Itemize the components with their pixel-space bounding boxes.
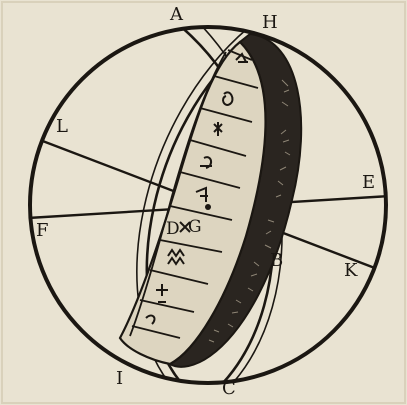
label-f: F [36,220,49,241]
label-l: L [56,116,68,137]
center-point [205,204,211,210]
label-d: D [166,219,180,239]
label-e: E [362,172,375,193]
label-h: H [262,12,278,33]
label-i: I [116,368,123,389]
label-g: G [188,217,202,237]
label-c: C [222,378,236,399]
label-a: A [169,4,184,25]
label-b: B [270,250,283,271]
label-k: K [344,260,358,281]
